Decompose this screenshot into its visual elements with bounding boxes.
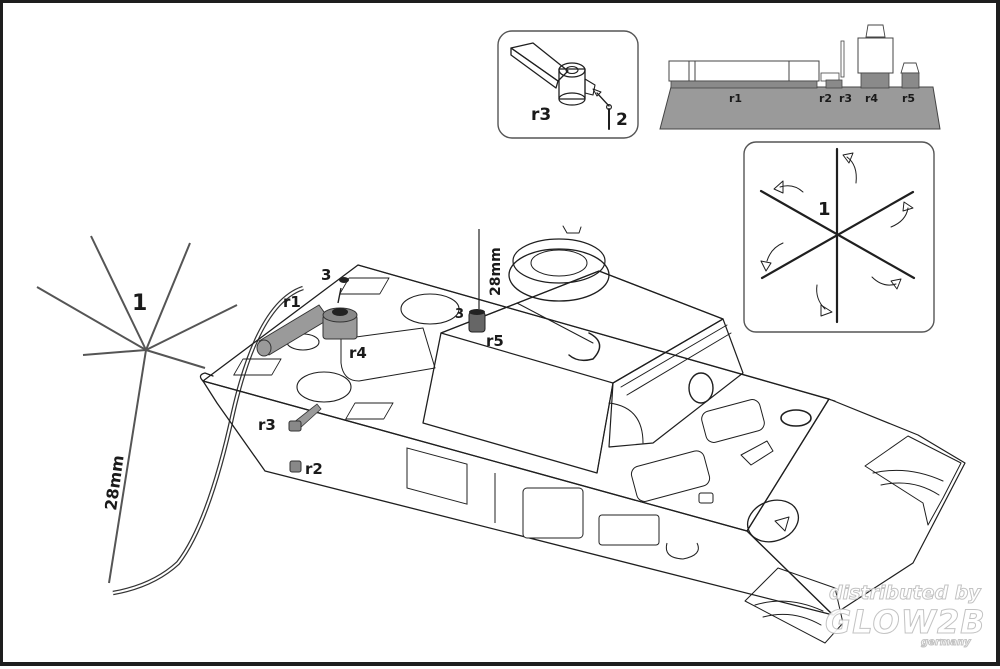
tank-hull	[199, 264, 966, 644]
label-r2: r2	[305, 460, 323, 478]
inset-star-bend-panel: 1	[743, 141, 935, 333]
resin-label-r5: r5	[902, 92, 915, 105]
label-part-3-turret: 3	[455, 307, 464, 322]
part-r3-bolt	[288, 403, 322, 432]
front-glacis	[746, 398, 966, 616]
bend-arrow-icons	[760, 152, 914, 317]
label-turret-antenna-length: 28mm	[488, 247, 504, 296]
label-r3: r3	[258, 416, 276, 434]
left-antenna-length-label: 28mm	[101, 454, 128, 512]
resin-label-r2: r2	[819, 92, 832, 105]
label-r5: r5	[486, 332, 504, 350]
left-star-antenna: 1 28mm	[36, 235, 238, 584]
left-antenna-part-label: 1	[132, 291, 147, 316]
inset-star-part-label: 1	[818, 199, 831, 220]
resin-label-r4: r4	[865, 92, 878, 105]
assembly-drawing: r3 2 r1 r2 r3 r4 r5	[36, 24, 986, 649]
front-mudguards	[744, 435, 962, 644]
watermark-line2: germany	[921, 637, 971, 648]
inset-bracket-pin-label: 2	[616, 110, 628, 130]
resin-label-r3: r3	[839, 92, 852, 105]
part-3-washer-left	[339, 277, 349, 283]
hull-side-plate	[202, 380, 834, 616]
inset-bracket-panel: r3 2	[497, 30, 639, 139]
bracket-part-drawing	[510, 42, 612, 130]
inset-bracket-part-label: r3	[531, 105, 551, 125]
callout-labels: 3 r1 r4 r3 r2 3 r5 28mm	[258, 247, 504, 478]
part-r5	[468, 229, 486, 333]
star-antenna-drawing	[759, 147, 916, 324]
distributor-watermark: distributed by GLOW2B germany	[825, 582, 986, 649]
resin-label-r1: r1	[729, 92, 742, 105]
watermark-line1: distributed by	[829, 582, 982, 604]
label-r4: r4	[349, 344, 367, 362]
engine-grilles	[233, 277, 394, 420]
watermark-brand: GLOW2B	[825, 603, 986, 641]
label-part-3-left: 3	[321, 266, 331, 284]
label-r1: r1	[283, 293, 301, 311]
part-r2-cup	[289, 460, 302, 473]
part-r4	[322, 287, 358, 340]
resin-part-labels: r1 r2 r3 r4 r5	[729, 92, 915, 105]
turret	[422, 225, 744, 474]
side-stowage	[406, 447, 699, 560]
inset-resin-block: r1 r2 r3 r4 r5	[659, 24, 941, 130]
commander-cupola	[508, 225, 610, 302]
